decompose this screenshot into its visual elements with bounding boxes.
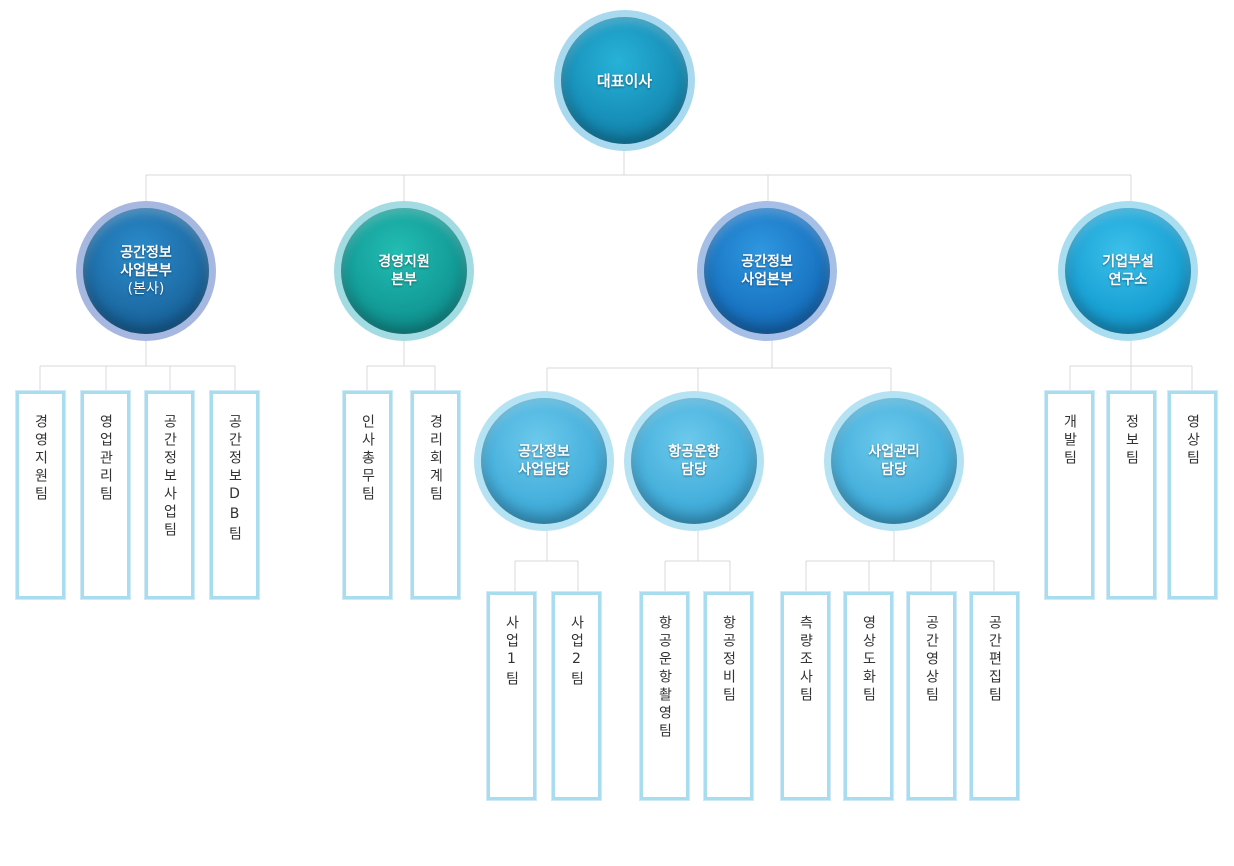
- team-label: 사업1팀: [503, 615, 520, 689]
- team-label: 영상팀: [1184, 414, 1201, 468]
- team-box: 영업관리팀: [80, 390, 131, 600]
- division-hq-node: 공간정보 사업본부 (본사): [76, 201, 216, 341]
- division-management-line2: 본부: [391, 272, 417, 288]
- subdivision-biz-mgmt-line1: 사업관리: [868, 444, 920, 460]
- division-research-node: 기업부설 연구소: [1058, 201, 1198, 341]
- division-research-line2: 연구소: [1108, 272, 1148, 288]
- division-spatial-line2: 사업본부: [741, 272, 793, 288]
- division-research-line1: 기업부설: [1102, 254, 1154, 270]
- division-hq-line2: 사업본부: [120, 263, 172, 279]
- team-label: 영업관리팀: [97, 414, 114, 504]
- ceo-label: 대표이사: [596, 71, 653, 90]
- subdivision-spatial-biz-line1: 공간정보: [518, 444, 570, 460]
- team-label: 경리회계팀: [427, 414, 444, 504]
- team-label: 사업2팀: [568, 615, 585, 689]
- division-hq-line3: (본사): [127, 281, 165, 297]
- division-spatial-node: 공간정보 사업본부: [697, 201, 837, 341]
- team-label: 개발팀: [1061, 414, 1078, 468]
- subdivision-biz-mgmt-line2: 담당: [881, 462, 907, 478]
- team-box: 공간영상팀: [906, 591, 957, 801]
- subdivision-aviation-line2: 담당: [681, 462, 707, 478]
- team-box: 영상팀: [1167, 390, 1218, 600]
- team-box: 사업2팀: [551, 591, 602, 801]
- team-box: 항공정비팀: [703, 591, 754, 801]
- team-box: 공간편집팀: [969, 591, 1020, 801]
- subdivision-aviation-line1: 항공운항: [668, 444, 720, 460]
- team-label: 정보팀: [1123, 414, 1140, 468]
- team-label: 인사총무팀: [359, 414, 376, 504]
- team-box: 인사총무팀: [342, 390, 393, 600]
- team-label: 항공운항촬영팀: [656, 615, 673, 741]
- team-label: 항공정비팀: [720, 615, 737, 705]
- team-box: 정보팀: [1106, 390, 1157, 600]
- division-management-line1: 경영지원: [378, 254, 430, 270]
- team-label: 공간정보DB팀: [226, 414, 243, 544]
- team-label: 측량조사팀: [797, 615, 814, 705]
- subdivision-aviation-node: 항공운항 담당: [624, 391, 764, 531]
- team-box: 항공운항촬영팀: [639, 591, 690, 801]
- subdivision-biz-mgmt-node: 사업관리 담당: [824, 391, 964, 531]
- division-spatial-line1: 공간정보: [741, 254, 793, 270]
- team-box: 경리회계팀: [410, 390, 461, 600]
- team-label: 영상도화팀: [860, 615, 877, 705]
- subdivision-spatial-biz-node: 공간정보 사업담당: [474, 391, 614, 531]
- team-label: 경영지원팀: [32, 414, 49, 504]
- team-label: 공간정보사업팀: [161, 414, 178, 540]
- division-management-node: 경영지원 본부: [334, 201, 474, 341]
- team-box: 측량조사팀: [780, 591, 831, 801]
- team-box: 영상도화팀: [843, 591, 894, 801]
- team-label: 공간영상팀: [923, 615, 940, 705]
- team-box: 경영지원팀: [15, 390, 66, 600]
- division-hq-line1: 공간정보: [120, 245, 172, 261]
- team-box: 사업1팀: [486, 591, 537, 801]
- subdivision-spatial-biz-line2: 사업담당: [518, 462, 570, 478]
- team-box: 개발팀: [1044, 390, 1095, 600]
- team-box: 공간정보DB팀: [209, 390, 260, 600]
- team-box: 공간정보사업팀: [144, 390, 195, 600]
- team-label: 공간편집팀: [986, 615, 1003, 705]
- ceo-node: 대표이사: [554, 10, 695, 151]
